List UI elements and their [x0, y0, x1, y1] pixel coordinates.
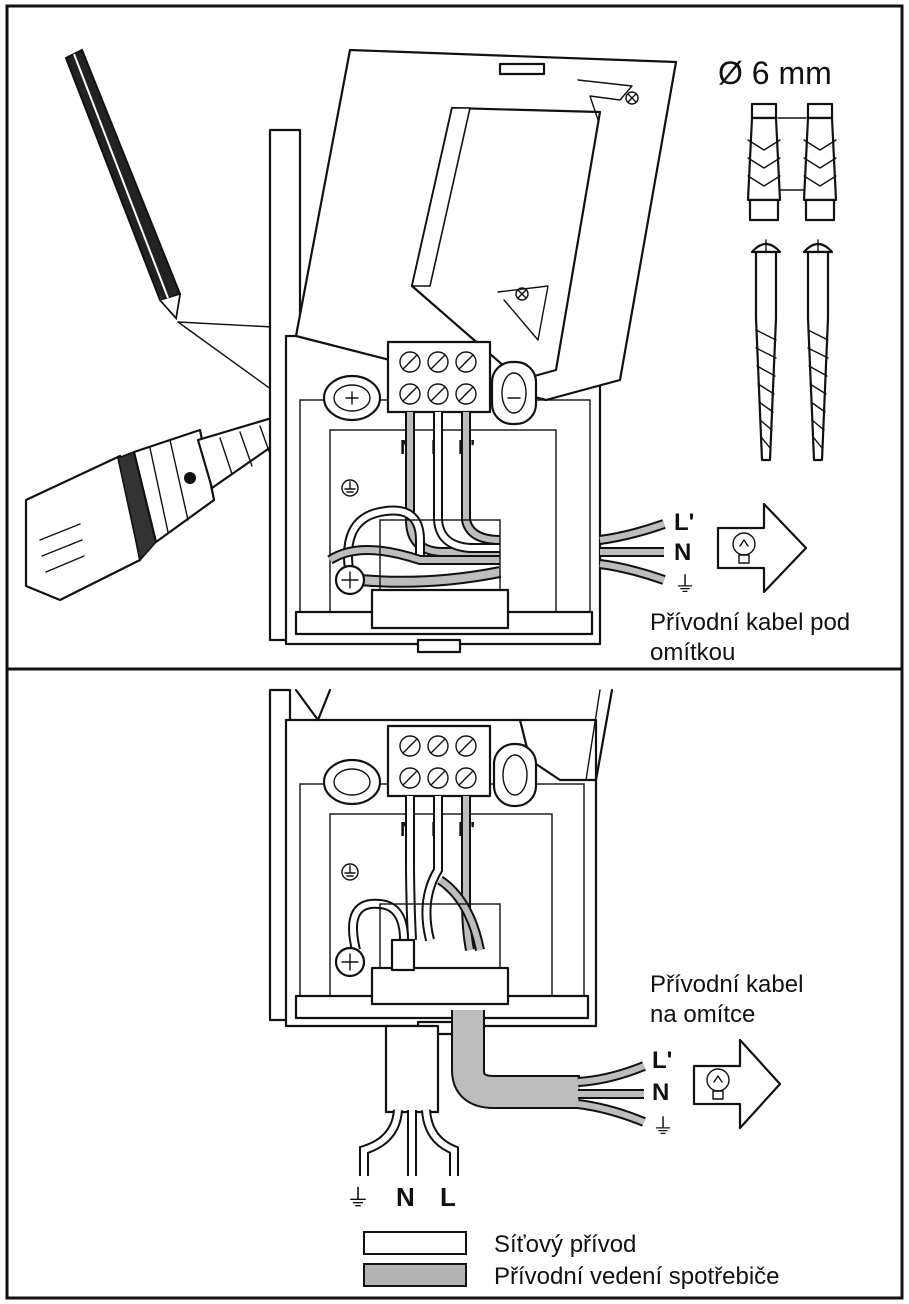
internal-wires	[348, 796, 501, 975]
top-panel: N L L'	[24, 48, 850, 666]
drill-diameter-label: Ø 6 mm	[718, 55, 832, 91]
mains-cable	[359, 1024, 459, 1176]
earth-symbol-icon	[341, 863, 359, 881]
housing-lid	[294, 48, 678, 402]
lamp-arrow-icon	[716, 502, 808, 594]
terminal-block	[386, 724, 492, 798]
earth-symbol-icon	[341, 479, 359, 497]
mains-label-earth: ⏚	[346, 1185, 370, 1212]
cable-label-earth: ⏚	[674, 572, 696, 597]
screw-icon	[802, 239, 834, 462]
mounting-hole	[490, 360, 538, 426]
screw-icon	[750, 239, 782, 462]
wall-plug-icon	[746, 102, 782, 222]
marking-line	[177, 321, 287, 401]
legend-label-mains: Síťový přívod	[494, 1231, 636, 1258]
wall-plug-icon	[802, 102, 838, 222]
caption-surface-cable-line1: Přívodní kabel	[650, 971, 803, 998]
mains-label-n: N	[396, 1182, 415, 1212]
pencil-icon	[64, 48, 182, 321]
caption-flush-cable-line2: omítkou	[650, 639, 735, 666]
legend-label-load: Přívodní vedení spotřebiče	[494, 1263, 780, 1290]
drill-icon	[24, 410, 306, 602]
cable-label-l-prime: L'	[652, 1047, 672, 1074]
mounting-hole	[492, 742, 538, 808]
earth-screw-icon	[334, 564, 366, 596]
cable-label-l-prime: L'	[674, 509, 694, 536]
cable-label-earth: ⏚	[652, 1114, 674, 1139]
legend: Síťový přívod Přívodní vedení spotřebiče	[363, 1231, 780, 1290]
lamp-arrow-icon	[692, 1038, 782, 1130]
internal-wires	[327, 412, 502, 591]
load-cable	[451, 1010, 646, 1127]
legend-swatch-mains	[363, 1231, 467, 1255]
legend-swatch-load	[363, 1263, 467, 1287]
mounting-hole	[322, 758, 382, 806]
caption-surface-cable-line2: na omítce	[650, 1001, 755, 1028]
outer-frame	[5, 4, 904, 1300]
earth-screw-icon	[334, 946, 366, 978]
caption-flush-cable-line1: Přívodní kabel pod	[650, 609, 850, 636]
terminal-block	[386, 340, 492, 414]
cable-label-n: N	[674, 539, 691, 566]
strain-relief-clamp	[370, 938, 510, 1006]
outgoing-cable	[599, 519, 666, 585]
cable-label-n: N	[652, 1079, 669, 1106]
mains-label-l: L	[440, 1182, 456, 1212]
bottom-panel: N L L'	[268, 688, 803, 1212]
